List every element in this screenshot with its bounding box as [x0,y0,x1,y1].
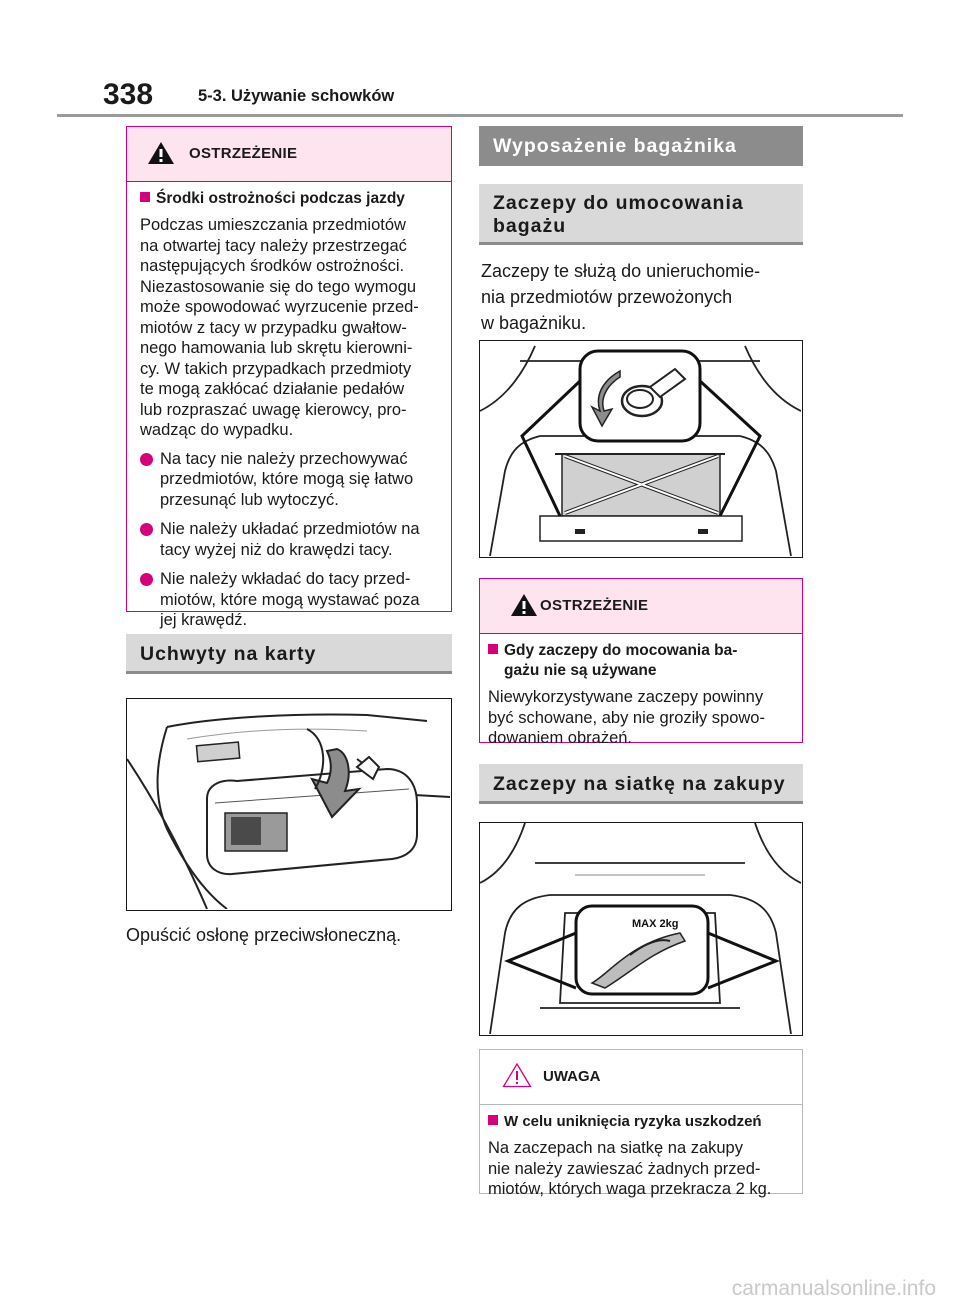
luggage-hooks-illustration [480,345,802,557]
notice-heading: W celu uniknięcia ryzyka uszkodzeń [488,1112,800,1132]
warning-paragraph: Niewykorzystywane zaczepy powinny być sc… [488,688,765,747]
warning-title: OSTRZEŻENIE [189,145,298,162]
section-title-luggage: Wyposażenie bagażnika [479,126,803,166]
header-rule [57,114,903,117]
figure-luggage-hooks [479,340,803,558]
square-bullet-icon [488,644,498,654]
section-title-card-holders: Uchwyty na karty [126,634,452,674]
caution-triangle-icon [502,1062,532,1088]
circle-bullet-icon [140,573,153,586]
circle-bullet-icon [140,452,153,466]
warning-header: OSTRZEŻENIE [127,127,451,182]
warning-heading: Gdy zaczepy do mocowania ba- gażu nie są… [488,641,798,681]
luggage-hooks-text: Zaczepy te służą do unieruchomie- nia pr… [481,261,761,333]
notice-paragraph: Na zaczepach na siatkę na zakupy nie nal… [488,1139,772,1198]
notice-box: UWAGA W celu uniknięcia ryzyka uszkodzeń… [479,1049,803,1198]
notice-header: UWAGA [480,1050,802,1105]
watermark: carmanualsonline.info [731,1277,936,1300]
square-bullet-icon [488,1115,498,1125]
figure-grocery-hooks: MAX 2kg [479,822,803,1036]
warning-paragraph: Podczas umieszczania przedmiotów na otwa… [140,216,419,439]
figure-caption-sun-visor: Opuścić osłonę przeciwsłoneczną. [126,925,402,945]
list-item: Na tacy nie należy przechowywać przedmio… [140,449,446,511]
list-item: Nie należy układać przedmiotów na tacy w… [140,519,446,560]
warning-heading: Środki ostrożności podczas jazdy [140,189,446,209]
warning-header: OSTRZEŻENIE [480,579,802,634]
square-bullet-icon [140,192,150,202]
circle-bullet-icon [140,523,153,536]
list-item: Nie należy wkładać do tacy przed- miotów… [140,569,446,631]
section-title-luggage-hooks: Zaczepy do umocowania bagażu [479,184,803,245]
warning-box-hooks: OSTRZEŻENIE Gdy zaczepy do mocowania ba-… [479,578,803,747]
figure-sun-visor [126,698,452,911]
page-number: 338 [103,78,154,111]
section-title-grocery-hooks: Zaczepy na siatkę na zakupy [479,764,803,804]
warning-title: OSTRZEŻENIE [540,597,649,614]
max-load-label: MAX 2kg [632,918,678,930]
grocery-hooks-illustration: MAX 2kg [480,823,802,1035]
warning-box-driving: OSTRZEŻENIE Środki ostrożności podczas j… [126,126,452,629]
warning-triangle-icon [511,594,537,616]
warning-triangle-icon [148,142,174,164]
sun-visor-illustration [127,713,451,910]
notice-title: UWAGA [543,1068,601,1085]
chapter-title: 5-3. Używanie schowków [198,87,395,105]
